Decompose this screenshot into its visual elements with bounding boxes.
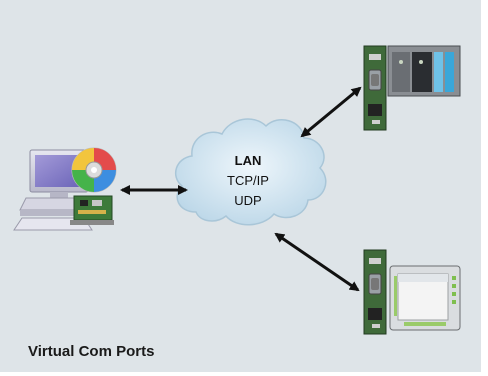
plc-icon: [387, 45, 461, 97]
cloud-label: LAN TCP/IP UDP: [198, 151, 298, 211]
arrow-lan-top-device: [300, 86, 362, 138]
serial-server-icon-2: [363, 249, 387, 335]
diagram-caption: Virtual Com Ports: [28, 343, 155, 360]
interface-card-icon: [70, 195, 114, 225]
network-title: LAN: [234, 153, 262, 168]
diagram-panel: LAN TCP/IP UDP Virtual Com Ports: [0, 0, 481, 372]
diagram-canvas: [13, 45, 461, 335]
protocol-tcpip: TCP/IP: [227, 173, 269, 188]
hmi-panel-icon: [389, 265, 461, 331]
arrow-lan-bottom-device: [274, 232, 360, 292]
network-cloud: [174, 118, 327, 226]
serial-server-icon: [363, 45, 387, 131]
cd-icon: [71, 147, 117, 193]
protocol-udp: UDP: [234, 193, 262, 208]
